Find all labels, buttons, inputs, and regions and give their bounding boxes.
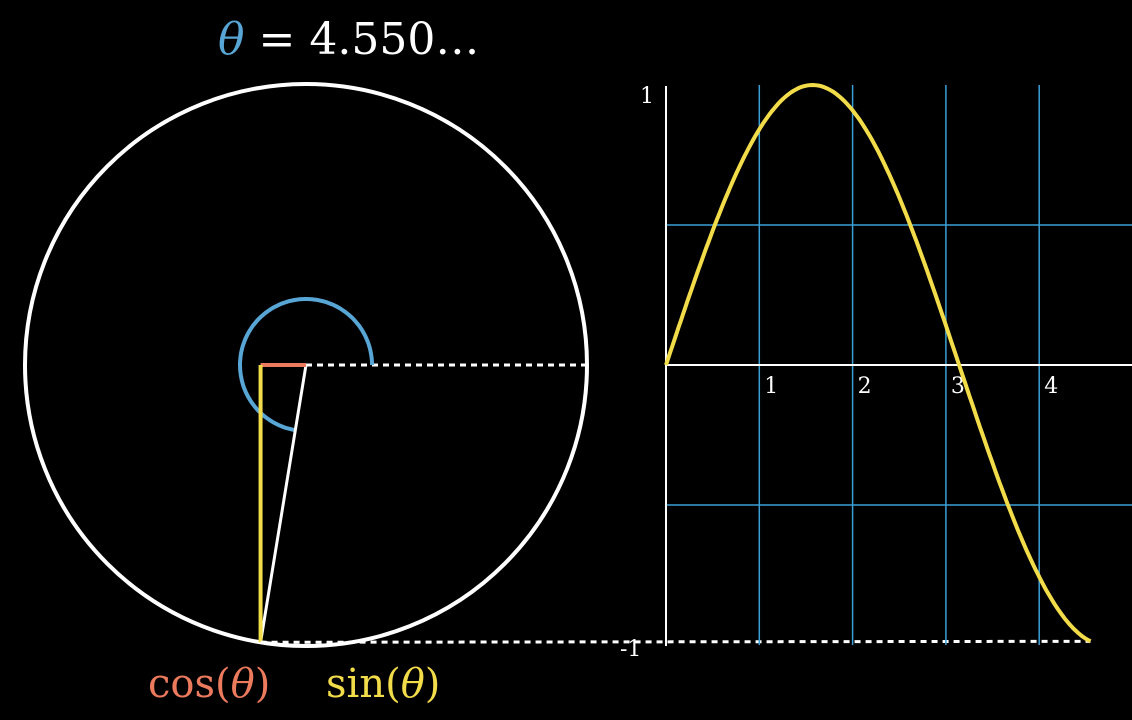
sine-curve xyxy=(664,82,1092,644)
equals-sign: = xyxy=(258,14,296,65)
angle-arc xyxy=(238,297,374,433)
x-tick-label: 4 xyxy=(1044,374,1058,399)
x-tick-label: 1 xyxy=(764,374,778,399)
x-tick-label: 2 xyxy=(858,374,872,399)
y-tick-label-1: 1 xyxy=(640,84,654,109)
sin-label-close: ) xyxy=(424,661,441,707)
sin-label: sin(θ) xyxy=(326,664,440,704)
cos-label-theta: θ xyxy=(230,661,255,707)
x-tick-labels: 1 2 3 4 xyxy=(764,374,1058,399)
sin-label-theta: θ xyxy=(400,661,425,707)
x-tick-label: 3 xyxy=(951,374,965,399)
sin-label-fn: sin( xyxy=(326,661,401,707)
height-connector-dashed xyxy=(260,639,1091,644)
theta-value: 4.550… xyxy=(309,14,480,65)
cos-label-fn: cos( xyxy=(148,661,231,707)
cos-label: cos(θ) xyxy=(148,664,270,704)
cos-label-close: ) xyxy=(254,661,271,707)
theta-readout: θ = 4.550… xyxy=(218,18,479,62)
y-tick-label-neg1: -1 xyxy=(620,637,641,662)
theta-symbol: θ xyxy=(218,14,245,65)
radius-line xyxy=(259,364,308,643)
